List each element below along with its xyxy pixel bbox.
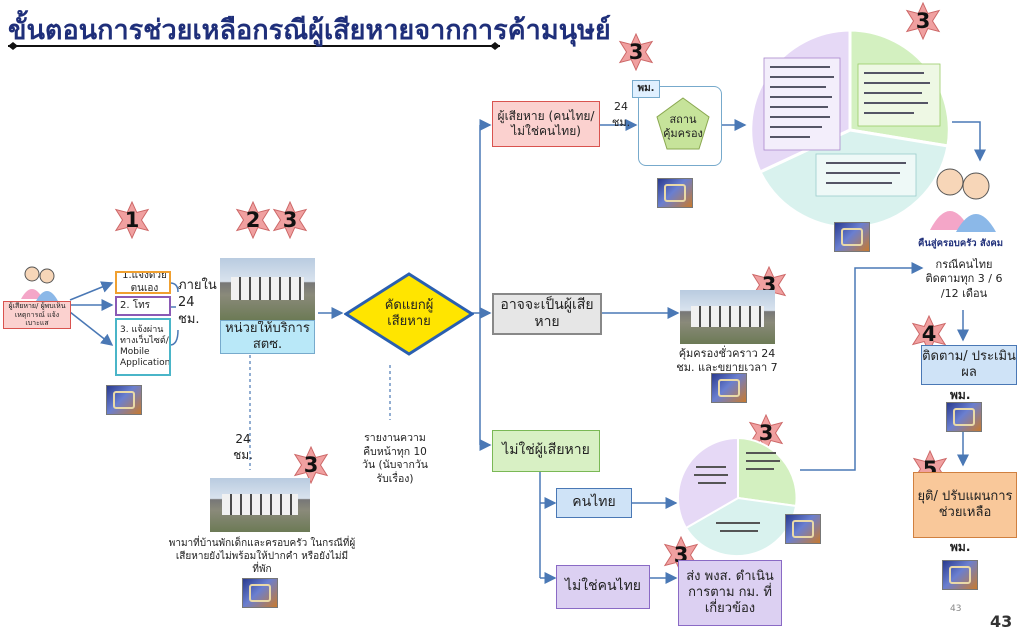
ministry-logo: [657, 178, 693, 208]
thai-followup-note: กรณีคนไทย ติดตามทุก 3 / 6 /12 เดือน: [925, 258, 1003, 300]
channel-self: 1.แจ้งด้วยตนเอง: [115, 271, 171, 294]
child-family-house-photo: [210, 478, 310, 532]
ministry-logo: [106, 385, 142, 415]
service-unit-photo: [220, 258, 315, 320]
within-24h-label: ภายใน 24 ชม.: [178, 278, 217, 327]
step-star-3-house: 3: [292, 446, 330, 484]
temp-shelter-photo: [680, 290, 775, 344]
family-icon: [930, 168, 996, 232]
screening-label: คัดแยกผู้เสียหาย: [384, 297, 434, 329]
step-star-3-unit: 3: [271, 201, 309, 239]
large-cycle-diagram: [749, 28, 951, 230]
page-number-small: 43: [950, 604, 962, 614]
ministry-logo: [834, 222, 870, 252]
ministry-logo: [946, 402, 982, 432]
small-cycle-diagram: [676, 436, 798, 558]
step-star-3-shelter: 3: [617, 33, 655, 71]
send-agency-box: ส่ง พงส. ดำเนินการตาม กม. ที่เกี่ยวข้อง: [678, 560, 782, 626]
ministry-logo: [711, 373, 747, 403]
non-thai-branch: ไม่ใช่คนไทย: [556, 565, 650, 609]
end-adjust-box: ยุติ/ ปรับแผนการช่วยเหลือ: [913, 472, 1017, 538]
temp-protect-note: คุ้มครองชั่วคราว 24 ชม. และขยายเวลา 7 วั…: [676, 347, 778, 389]
progress-report-note: รายงานความคืบหน้าทุก 10 วัน (นับจากวันรั…: [362, 432, 428, 485]
pm-label-1: พม.: [950, 388, 971, 402]
victim-branch: ผู้เสียหาย (คนไทย/ ไม่ใช่คนไทย): [492, 101, 600, 147]
ministry-logo: [242, 578, 278, 608]
follow-evaluate-box: ติดตาม/ ประเมินผล: [921, 345, 1017, 385]
shelter-place-label: สถานคุ้มครอง: [663, 113, 703, 140]
channel-web: 3. แจ้งผ่านทางเว็บไซต์/ Mobile Applicati…: [115, 318, 171, 376]
maybe-victim-branch: อาจจะเป็นผู้เสียหาย: [492, 293, 602, 335]
victim-24h-label: 24 ชม.: [611, 100, 631, 129]
ministry-logo: [942, 560, 978, 590]
not-victim-branch: ไม่ใช่ผู้เสียหาย: [492, 430, 600, 472]
step-star-3-top: 3: [904, 2, 942, 40]
pentagon-shape: [656, 97, 710, 150]
step-star-2: 2: [234, 201, 272, 239]
people-icon: [21, 266, 58, 301]
service-unit-box: หน่วยให้บริการ สตซ.: [220, 320, 315, 354]
ministry-logo: [785, 514, 821, 544]
pm-label-2: พม.: [950, 540, 971, 554]
victim-reporter-label: ผู้เสียหาย/ ผู้พบเห็นเหตุการณ์ แจ้งเบาะแ…: [3, 301, 71, 329]
thai-branch: คนไทย: [556, 488, 632, 518]
page-title: ขั้นตอนการช่วยเหลือกรณีผู้เสียหายจากการค…: [8, 15, 611, 46]
screening-diamond-shape: [344, 272, 474, 356]
pm-tag: พม.: [632, 80, 660, 98]
shelter-24h-label: 24 ชม.: [233, 432, 253, 462]
return-family-label: คืนสู่ครอบครัว สังคม: [918, 238, 1003, 249]
channel-phone: 2. โทร: [115, 296, 171, 316]
step-star-1: 1: [113, 201, 151, 239]
page-number: 43: [990, 612, 1013, 631]
shelter-note: พามาที่บ้านพักเด็กและครอบครัว ในกรณีที่ผ…: [168, 538, 356, 575]
